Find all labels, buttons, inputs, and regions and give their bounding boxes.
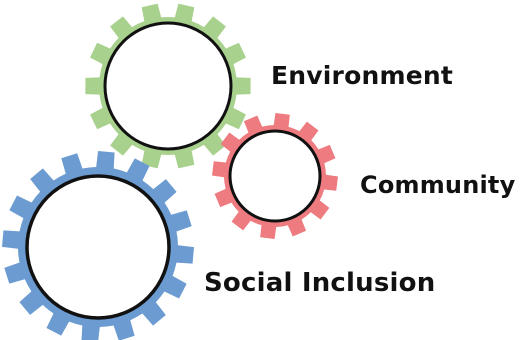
social-inclusion-label: Social Inclusion xyxy=(204,268,436,298)
gear-social-inclusion-ring xyxy=(25,174,171,320)
gear-community xyxy=(212,113,338,239)
gear-social-inclusion xyxy=(2,151,194,340)
gear-environment-ring xyxy=(103,21,233,151)
gear-community-ring xyxy=(228,129,322,223)
gear-environment xyxy=(85,3,251,169)
community-label: Community xyxy=(360,171,516,199)
environment-label: Environment xyxy=(271,61,453,90)
